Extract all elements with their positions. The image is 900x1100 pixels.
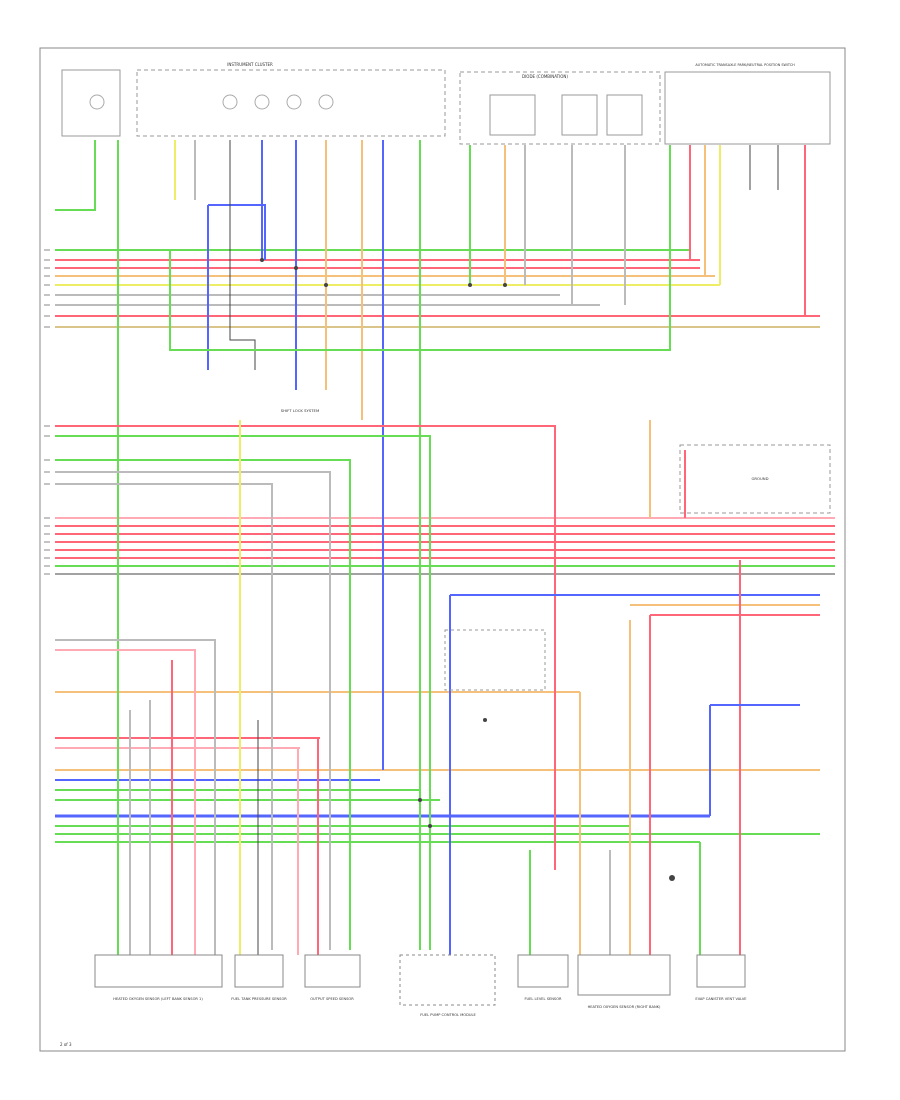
label-bottom-7: EVAP CANISTER VENT VALVE xyxy=(695,997,747,1001)
label-ground-note: GROUND xyxy=(751,476,768,481)
label-bottom-1: HEATED OXYGEN SENSOR (LEFT BANK SENSOR 1… xyxy=(113,997,203,1001)
label-bottom-4: FUEL PUMP CONTROL MODULE xyxy=(420,1013,476,1017)
label-bottom-3: OUTPUT SPEED SENSOR xyxy=(310,997,354,1001)
splice-points xyxy=(260,258,675,881)
vertical-runs xyxy=(55,140,820,955)
label-bottom-6: HEATED OXYGEN SENSOR (RIGHT BANK) xyxy=(588,1005,661,1009)
left-pin-marks xyxy=(44,249,50,575)
diagram-frame xyxy=(39,47,846,1052)
bottom-components xyxy=(94,954,746,1006)
label-shift-lock: SHIFT LOCK SYSTEM xyxy=(281,408,319,413)
label-relay-group: DIODE (COMBINATION) xyxy=(522,74,568,79)
upper-bus xyxy=(55,249,820,328)
label-trans-switch: AUTOMATIC TRANSAXLE PARK/NEUTRAL POSITIO… xyxy=(695,63,795,67)
label-instrument-cluster: INSTRUMENT CLUSTER xyxy=(227,62,273,67)
top-gauges xyxy=(89,94,334,110)
bottom-labels: HEATED OXYGEN SENSOR (LEFT BANK SENSOR 1… xyxy=(113,997,747,1017)
label-bottom-2: FUEL TANK PRESSURE SENSOR xyxy=(231,997,287,1001)
top-components xyxy=(61,69,831,145)
middle-bus xyxy=(55,517,835,575)
lower-bus xyxy=(55,691,820,843)
label-bottom-5: FUEL LEVEL SENSOR xyxy=(524,997,562,1001)
mid-right-components xyxy=(444,444,831,691)
page-ref: 2 of 3 xyxy=(60,1042,72,1047)
